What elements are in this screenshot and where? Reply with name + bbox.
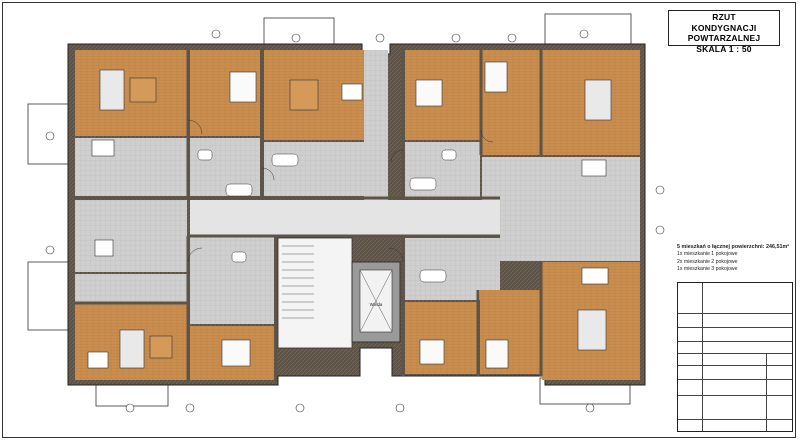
summary-item: 2x mieszkanie 2 pokojowe xyxy=(677,258,738,265)
table-row xyxy=(678,395,792,396)
rug xyxy=(129,77,157,103)
hall xyxy=(405,238,500,300)
table-row xyxy=(678,341,792,342)
title-block-table xyxy=(677,282,793,432)
common-corridor xyxy=(75,200,640,272)
table-divider xyxy=(702,283,703,431)
apartment-top-right xyxy=(405,50,640,201)
title-line-4: SKALA 1 : 50 xyxy=(696,43,752,54)
bed xyxy=(419,339,445,365)
furniture xyxy=(99,61,612,369)
dining-tables xyxy=(87,83,609,369)
title-line-3: POWTARZALNEJ xyxy=(687,33,761,43)
kitchen xyxy=(75,274,187,302)
summary-head: 5 mieszkań o łącznej powierzchni: 246,51… xyxy=(677,244,790,250)
sofa xyxy=(584,79,612,121)
apartment-top-middle xyxy=(264,50,388,200)
bathroom-fixtures xyxy=(197,149,457,283)
table-divider xyxy=(766,353,767,431)
summary-item: 1x mieszkanie 3 pokojowe xyxy=(677,265,738,272)
hall xyxy=(190,236,274,324)
staircase xyxy=(277,237,401,349)
title-line-2: KONDYGNACJI xyxy=(691,22,757,33)
sofa xyxy=(99,69,125,111)
bed xyxy=(415,79,443,107)
lift-label: Winda xyxy=(370,302,383,307)
bed xyxy=(484,61,508,93)
apartment-summary: 5 mieszkań o łącznej powierzchni: 246,51… xyxy=(677,244,789,273)
axis-markers xyxy=(45,29,665,413)
table-row xyxy=(678,365,792,366)
drawing-frame xyxy=(2,2,796,438)
sofa xyxy=(119,329,145,369)
bed xyxy=(485,339,509,369)
sofa xyxy=(577,309,607,351)
bathroom xyxy=(264,142,364,196)
drawing-title-block: RZUT KONDYGNACJI POWTARZALNEJ SKALA 1 : … xyxy=(668,10,780,54)
rug xyxy=(289,79,319,111)
bed xyxy=(221,339,251,367)
table-row xyxy=(678,379,792,380)
rug xyxy=(149,335,173,359)
table-row xyxy=(678,313,792,314)
table-row xyxy=(678,353,792,354)
table-row xyxy=(678,419,792,420)
bed xyxy=(229,71,257,103)
title-line-1: RZUT xyxy=(712,12,736,22)
table-row xyxy=(678,327,792,328)
doors xyxy=(187,119,494,263)
summary-item: 1x mieszkanie 1 pokojowe xyxy=(677,251,738,258)
hall xyxy=(364,50,388,200)
kitchen-hall xyxy=(482,157,640,201)
